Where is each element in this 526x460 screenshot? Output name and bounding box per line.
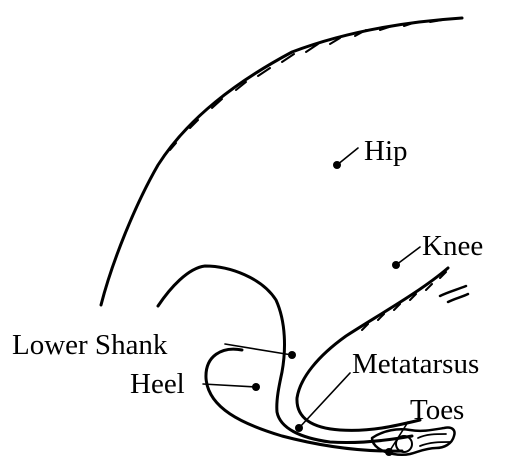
knee-fragment (440, 286, 468, 302)
knee-leader (396, 247, 420, 265)
metatarsus-leader (299, 373, 350, 428)
leader-lines (203, 148, 420, 452)
thigh-contour-hatching (170, 20, 442, 150)
lower-shank-label: Lower Shank (12, 329, 168, 361)
heel-label: Heel (130, 368, 185, 400)
landmark-dots (252, 161, 400, 456)
hip-label: Hip (364, 135, 408, 167)
hip-leader (337, 148, 358, 165)
toes-label: Toes (410, 394, 464, 426)
knee-label: Knee (422, 230, 483, 262)
thigh-contour (101, 18, 462, 305)
toe-detail (418, 434, 450, 446)
heel-leader (203, 384, 256, 387)
landmark-labels: Hip Knee Lower Shank Heel Metatarsus Toe… (12, 135, 483, 426)
metatarsus-label: Metatarsus (352, 348, 479, 380)
